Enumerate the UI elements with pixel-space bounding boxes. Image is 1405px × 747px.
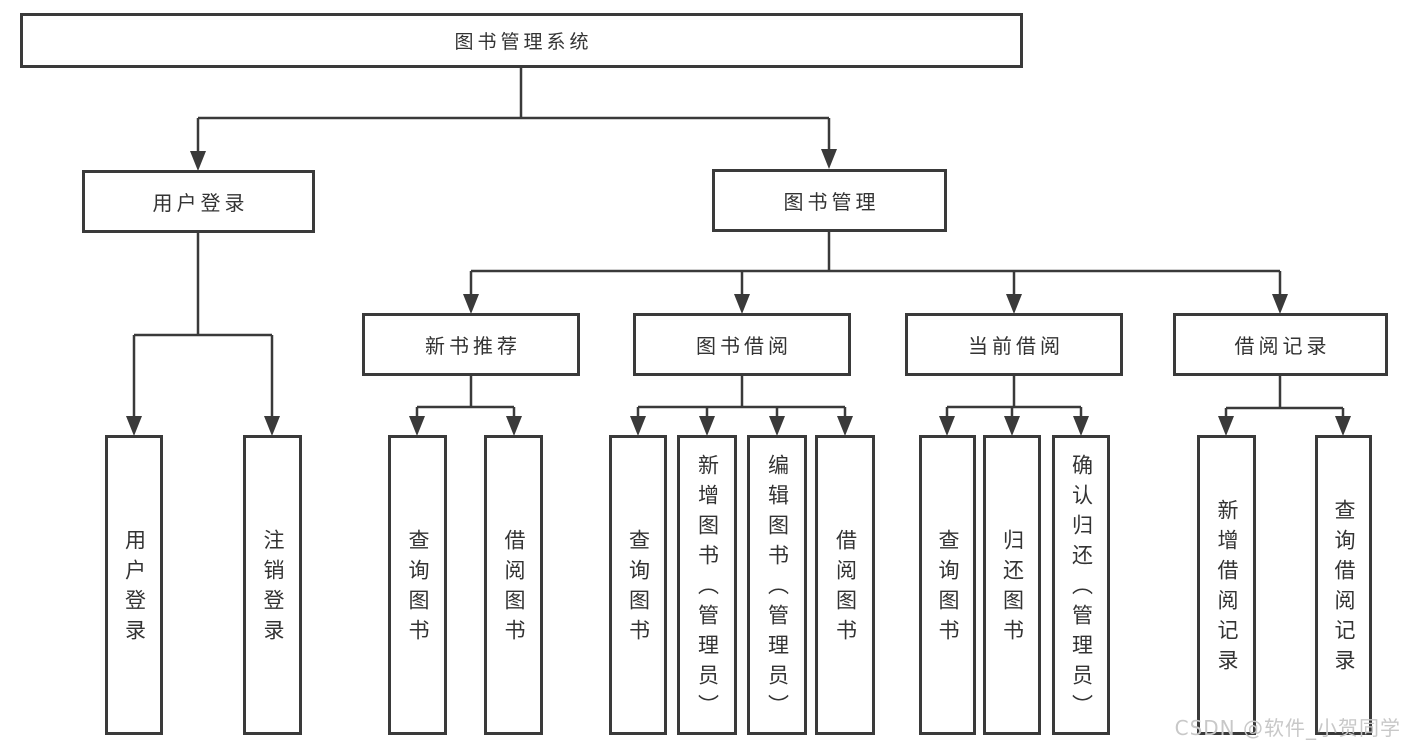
leaf-logout: 注销登录 — [243, 435, 302, 735]
leaf-label: 编辑图书（管理员） — [765, 454, 790, 724]
node-label: 借阅记录 — [1234, 334, 1331, 358]
leaf-query-borrow-record: 查询借阅记录 — [1315, 435, 1372, 735]
leaf-query-books-newbook: 查询图书 — [388, 435, 447, 735]
leaf-user-login: 用户登录 — [105, 435, 163, 735]
node-new-book-recommendation: 新书推荐 — [362, 313, 580, 376]
leaf-label: 查询图书 — [406, 529, 430, 649]
node-label: 新书推荐 — [425, 334, 521, 358]
leaf-label: 确认归还（管理员） — [1069, 454, 1094, 724]
leaf-query-books-borrowing: 查询图书 — [609, 435, 667, 735]
leaf-edit-books-admin: 编辑图书（管理员） — [747, 435, 807, 735]
leaf-label: 查询图书 — [626, 529, 651, 649]
leaf-return-books: 归还图书 — [983, 435, 1041, 735]
leaf-label: 借阅图书 — [502, 529, 526, 649]
node-user-login: 用户登录 — [82, 170, 315, 233]
leaf-label: 查询图书 — [936, 529, 960, 649]
leaf-label: 查询借阅记录 — [1332, 499, 1356, 679]
leaf-label: 归还图书 — [1000, 529, 1025, 649]
leaf-label: 新增图书（管理员） — [695, 454, 720, 724]
node-label: 图书管理 — [783, 190, 880, 214]
node-label: 用户登录 — [152, 191, 249, 215]
node-borrowing-records: 借阅记录 — [1173, 313, 1388, 376]
node-current-borrowing: 当前借阅 — [905, 313, 1123, 376]
leaf-label: 用户登录 — [122, 529, 147, 649]
node-label: 图书管理系统 — [454, 31, 593, 53]
leaf-label: 新增借阅记录 — [1215, 499, 1239, 679]
leaf-add-books-admin: 新增图书（管理员） — [677, 435, 737, 735]
node-book-management: 图书管理 — [712, 169, 947, 232]
leaf-add-borrow-record: 新增借阅记录 — [1197, 435, 1256, 735]
node-library-management-system: 图书管理系统 — [20, 13, 1023, 68]
csdn-watermark: CSDN @软件_小贺同学 — [1174, 716, 1401, 740]
node-book-borrowing: 图书借阅 — [633, 313, 851, 376]
leaf-label: 借阅图书 — [833, 529, 858, 649]
leaf-borrow-books-borrowing: 借阅图书 — [815, 435, 875, 735]
leaf-query-books-current: 查询图书 — [919, 435, 976, 735]
node-label: 图书借阅 — [696, 334, 792, 358]
leaf-borrow-books-newbook: 借阅图书 — [484, 435, 543, 735]
leaf-label: 注销登录 — [261, 529, 285, 649]
leaf-confirm-return-admin: 确认归还（管理员） — [1052, 435, 1110, 735]
node-label: 当前借阅 — [968, 334, 1064, 358]
